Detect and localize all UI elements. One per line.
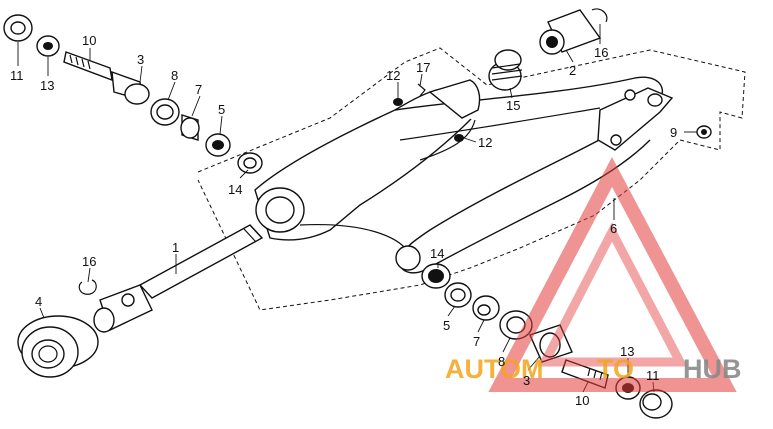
label-16-top: 16 [594,45,608,60]
label-12-top: 12 [386,68,400,83]
label-5-left: 5 [218,102,225,117]
part-13-washer-left [36,35,60,57]
label-2: 2 [569,63,576,78]
part-5-seal-right [444,282,472,308]
label-12-mid: 12 [478,135,492,150]
label-8-right: 8 [498,354,505,369]
part-11-cap-left [3,14,33,42]
part-5-seal-left [205,133,231,157]
assembly-boundary [197,47,746,311]
part-4-boot [17,315,99,378]
part-11-cap-right [639,389,673,419]
part-16-clip-left [78,279,97,295]
part-8-bearing-left [150,98,180,126]
watermark-text-c: HUB [683,354,742,384]
label-17: 17 [416,60,430,75]
label-15: 15 [506,98,520,113]
part-15-boot-top [488,49,523,91]
watermark-text-b: TO [597,354,634,384]
part-14-bushing-right [421,263,451,289]
label-16-left: 16 [82,254,96,269]
part-3-collar-left [111,70,150,105]
label-7-right: 7 [473,334,480,349]
swing-arm [254,76,674,274]
label-10-left: 10 [82,33,96,48]
part-16-clip-top [591,8,608,23]
watermark-text-a: AUTOM [445,354,544,384]
label-3-left: 3 [137,52,144,67]
part-labels: 11 13 10 3 8 7 5 14 1 16 4 12 17 15 12 2… [10,33,677,408]
label-3-right: 3 [523,373,530,388]
label-9: 9 [670,125,677,140]
left-parts [3,14,264,378]
label-7-left: 7 [195,82,202,97]
label-8-left: 8 [171,68,178,83]
label-14-right: 14 [430,246,444,261]
label-13-left: 13 [40,78,54,93]
label-6: 6 [610,221,617,236]
part-9-bushing-right [696,125,712,139]
label-11-right: 11 [646,368,660,383]
top-parts [393,8,712,142]
part-2-bushing-top [539,9,602,55]
label-5-right: 5 [443,318,450,333]
label-11-left: 11 [10,68,24,83]
part-3-collar-right [529,324,573,363]
label-13-right: 13 [620,344,634,359]
label-4: 4 [35,294,42,309]
label-14-left: 14 [228,182,242,197]
watermark-logo: AUTOM TO HUB [445,157,742,392]
label-10-right: 10 [575,393,589,408]
part-7-sleeve-right [472,295,500,321]
part-12-bolt-top [393,98,403,106]
right-parts [421,263,673,419]
part-12-bolt-mid [454,134,464,142]
part-1-drive-shaft [93,224,264,333]
part-10-bolt-left [63,51,113,82]
part-14-bushing-left [237,152,263,174]
label-1: 1 [172,240,179,255]
part-7-sleeve-left [180,114,200,141]
